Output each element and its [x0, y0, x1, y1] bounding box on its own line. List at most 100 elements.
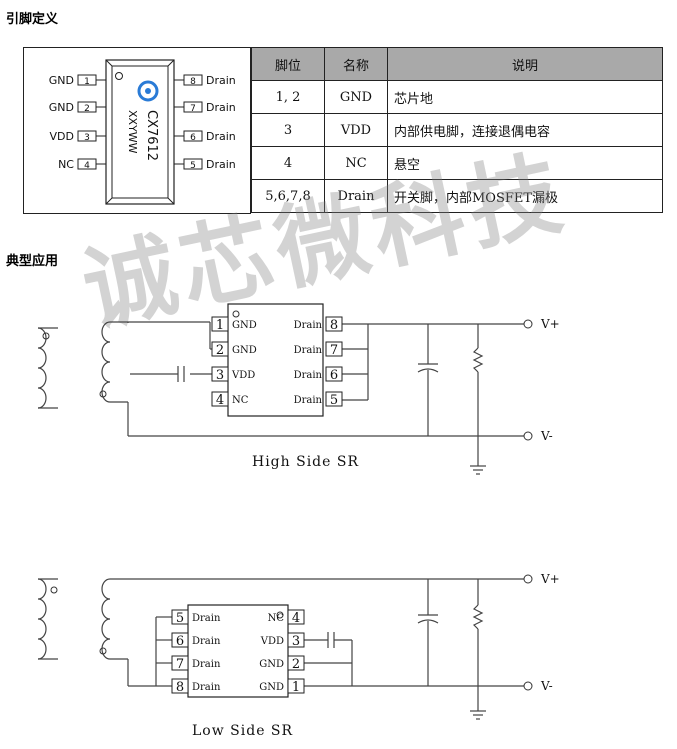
package-pin-number: 8	[190, 77, 196, 87]
vplus-label: V+	[540, 572, 560, 586]
section-title-typical-application: 典型应用	[6, 254, 59, 269]
ic-pin-number: 6	[330, 368, 338, 383]
section-title-pin-definition: 引脚定义	[6, 12, 59, 27]
low-side-caption: Low Side SR	[192, 723, 293, 739]
chip-body	[105, 59, 175, 205]
ic-pin-box	[325, 316, 343, 332]
package-pin-number: 3	[84, 133, 90, 143]
ic-pin-box	[287, 655, 305, 671]
package-pin-name: NC	[58, 158, 74, 171]
ic-pin-box	[211, 341, 229, 357]
ic-pin-number: 3	[216, 368, 224, 383]
package-pin-number: 7	[190, 104, 196, 114]
vplus-label: V+	[540, 317, 560, 331]
package-pin-number: 2	[84, 104, 90, 114]
ic-pin-box	[325, 366, 343, 382]
table-header-row: 脚位 名称 说明	[251, 47, 663, 81]
package-pin-name: Drain	[206, 130, 236, 143]
pin1-dot-icon	[276, 611, 284, 619]
ic-pin-number: 3	[292, 634, 300, 649]
output-capacitor	[417, 324, 439, 436]
cell-name: VDD	[324, 113, 388, 147]
ic-pin-name: GND	[259, 659, 284, 670]
transformer-primary	[37, 578, 58, 660]
ic-pin-name: Drain	[192, 682, 221, 693]
vplus-terminal-icon	[523, 574, 533, 584]
ic-pin-name: Drain	[294, 320, 323, 331]
ic-pin-number: 6	[176, 634, 184, 649]
ic-pin-box	[287, 678, 305, 694]
ic-pin-number: 8	[330, 318, 338, 333]
package-pin-name: GND	[49, 74, 74, 87]
package-pin-number: 4	[84, 161, 90, 171]
ic-pin-number: 1	[292, 680, 300, 695]
ic-pin-box	[171, 609, 189, 625]
high-side-caption: High Side SR	[252, 454, 359, 470]
table-row: 3 VDD 内部供电脚，连接退偶电容	[251, 113, 663, 147]
package-pin-name: Drain	[206, 101, 236, 114]
package-pin-box	[77, 130, 97, 142]
output-resistor	[470, 579, 486, 720]
vminus-label: V-	[540, 679, 553, 693]
cell-pin: 3	[251, 113, 325, 147]
ic-pin-number: 7	[330, 343, 338, 358]
transformer-secondary	[99, 321, 128, 403]
vminus-terminal-icon	[523, 681, 533, 691]
ic-body	[187, 604, 289, 698]
package-pin-box	[183, 130, 203, 142]
ic-pin-number: 4	[292, 611, 300, 626]
ic-pin-name: NC	[268, 613, 285, 624]
vplus-terminal-icon	[523, 319, 533, 329]
cell-desc: 开关脚，内部MOSFET漏极	[387, 179, 663, 213]
ic-pin-name: Drain	[192, 659, 221, 670]
transformer-secondary	[99, 578, 128, 660]
ic-pin-name: NC	[232, 395, 249, 406]
ic-pin-name: VDD	[260, 636, 284, 647]
header-desc: 说明	[387, 47, 663, 81]
pin-table: 脚位 名称 说明 1, 2 GND 芯片地 3 VDD 内部供电脚，连接退偶电容…	[251, 47, 663, 213]
ic-pin-name: Drain	[294, 345, 323, 356]
package-pin-box	[183, 158, 203, 170]
ic-pin-number: 5	[176, 611, 184, 626]
package-pin-box	[77, 158, 97, 170]
vminus-terminal-icon	[523, 431, 533, 441]
ic-pin-box	[171, 655, 189, 671]
ic-pin-number: 5	[330, 393, 338, 408]
package-pin-name: VDD	[50, 130, 74, 143]
ic-pin-box	[171, 678, 189, 694]
cell-pin: 5,6,7,8	[251, 179, 325, 213]
ic-pin-box	[211, 316, 229, 332]
ic-pin-name: GND	[259, 682, 284, 693]
output-resistor	[470, 324, 486, 475]
cell-pin: 1, 2	[251, 80, 325, 114]
output-capacitor	[417, 579, 439, 686]
package-pin-box	[183, 101, 203, 113]
ic-pin-name: GND	[232, 345, 257, 356]
vminus-label: V-	[540, 429, 553, 443]
ic-pin-box	[325, 341, 343, 357]
table-row: 5,6,7,8 Drain 开关脚，内部MOSFET漏极	[251, 179, 663, 213]
ic-pin-name: VDD	[231, 370, 255, 381]
ic-pin-name: Drain	[294, 395, 323, 406]
cell-name: GND	[324, 80, 388, 114]
pin1-dot-icon	[115, 72, 123, 80]
ic-pin-number: 8	[176, 680, 184, 695]
cell-desc: 芯片地	[387, 80, 663, 114]
ic-pin-number: 4	[216, 393, 224, 408]
ic-pin-number: 1	[216, 318, 224, 333]
ic-pin-name: Drain	[192, 613, 221, 624]
pin1-dot-icon	[232, 310, 240, 318]
ic-pin-box	[211, 391, 229, 407]
package-pin-number: 6	[190, 133, 196, 143]
chip-date-code: XXYWW	[126, 110, 139, 154]
package-pin-box	[77, 101, 97, 113]
ic-pin-box	[211, 366, 229, 382]
ic-body	[227, 303, 324, 417]
table-row: 1, 2 GND 芯片地	[251, 80, 663, 114]
package-pin-number: 5	[190, 161, 196, 171]
ic-pin-name: Drain	[294, 370, 323, 381]
